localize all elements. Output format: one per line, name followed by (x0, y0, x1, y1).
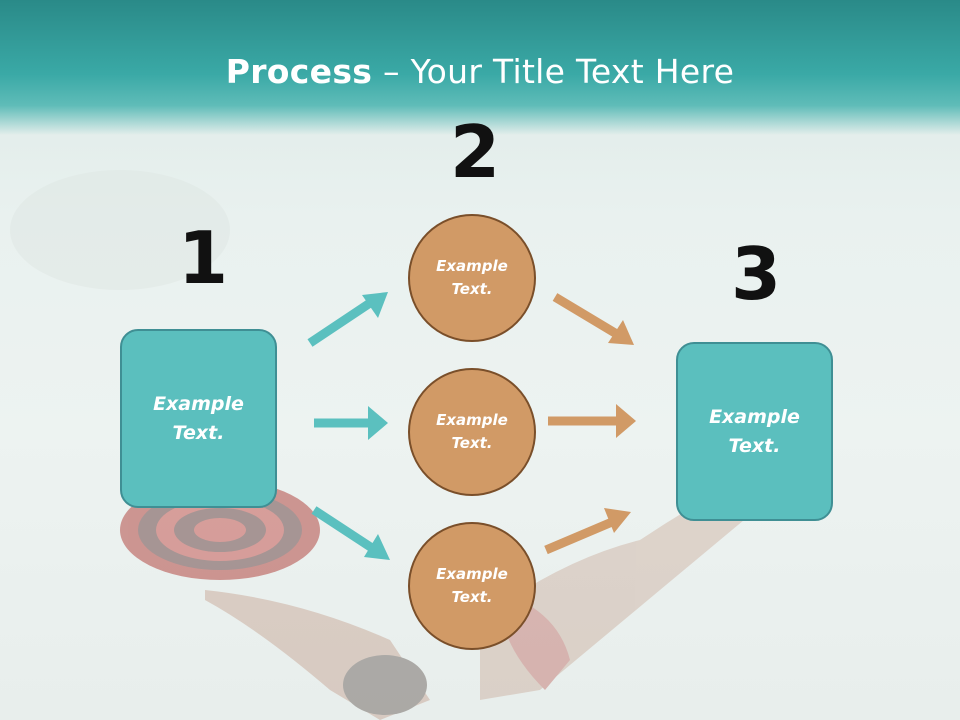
step-number-2: 2 (450, 110, 501, 194)
arrow-left-to-middle (314, 406, 388, 440)
step-number-3: 3 (731, 232, 782, 316)
circle-middle: Example Text. (408, 368, 536, 496)
circle-bottom: Example Text. (408, 522, 536, 650)
right-box: Example Text. (676, 342, 833, 521)
right-box-text: Example Text. (709, 406, 800, 457)
step-number-1: 1 (178, 216, 229, 300)
arrow-middle-to-right (548, 404, 636, 438)
title-rest: – Your Title Text Here (372, 52, 735, 91)
circle-middle-text: Example Text. (436, 410, 508, 452)
left-box: Example Text. (120, 329, 277, 508)
arrow-left-to-bottom (311, 506, 390, 560)
left-box-text: Example Text. (153, 393, 244, 444)
arrow-bottom-to-right (544, 508, 631, 555)
circle-bottom-text: Example Text. (436, 564, 508, 606)
circle-top-text: Example Text. (436, 256, 508, 298)
arrow-left-to-top (307, 292, 388, 347)
title-bold: Process (225, 52, 373, 91)
circle-top: Example Text. (408, 214, 536, 342)
slide-title: Process – Your Title Text Here (0, 52, 960, 91)
arrow-top-to-right (552, 293, 634, 345)
title-bar (0, 0, 960, 135)
